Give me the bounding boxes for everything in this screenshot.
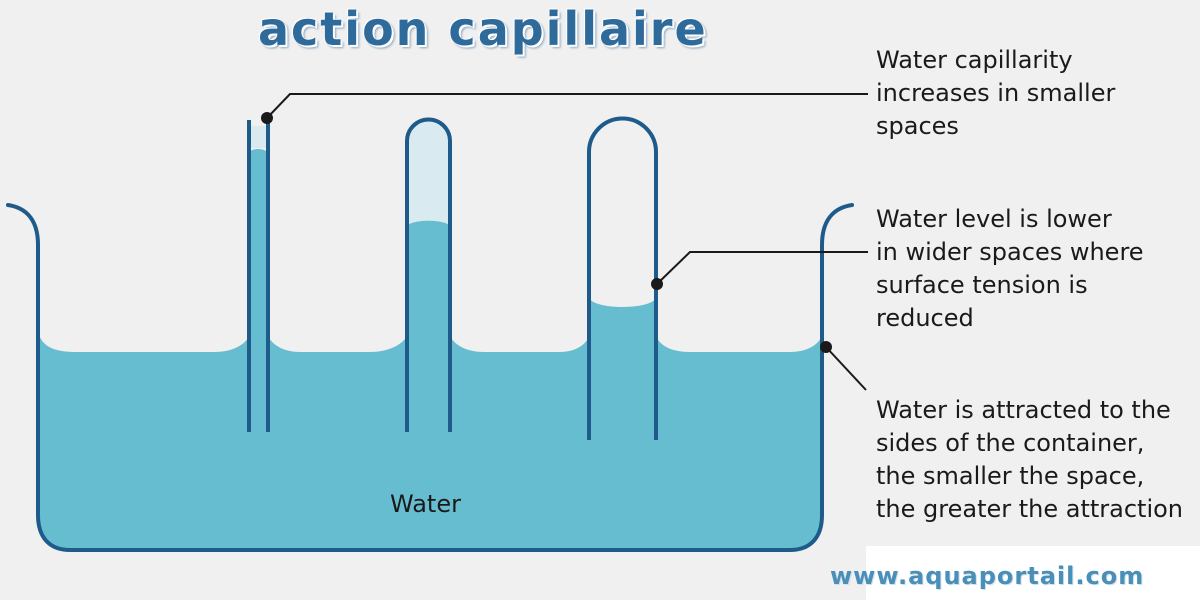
watermark-background — [866, 546, 1200, 600]
leader-line-water-level — [656, 251, 868, 285]
leader-dot-attraction — [820, 341, 832, 353]
medium-tube-water — [407, 220, 450, 432]
diagram-title: action capillaire — [258, 2, 708, 56]
wide-tube-water — [589, 298, 656, 432]
watermark-url: www.aquaportail.com — [830, 562, 1145, 590]
leader-dot-capillarity — [261, 112, 273, 124]
thin-tube-air — [250, 126, 267, 148]
medium-tube-air — [407, 119, 450, 226]
annotation-water-level: Water level is lower in wider spaces whe… — [876, 205, 1144, 332]
container-outline — [6, 203, 854, 552]
annotation-attraction: Water is attracted to the sides of the c… — [876, 396, 1184, 523]
medium-tube-outline — [405, 117, 452, 432]
wide-tube-outline — [587, 116, 658, 440]
leader-line-capillarity — [266, 93, 868, 119]
container-water — [38, 330, 822, 550]
thin-tube-water — [249, 149, 268, 432]
leader-dot-water-level — [651, 278, 663, 290]
leader-line-attraction — [825, 346, 867, 391]
water-label: Water — [390, 490, 461, 518]
annotation-capillarity: Water capillarity increases in smaller s… — [876, 46, 1116, 140]
